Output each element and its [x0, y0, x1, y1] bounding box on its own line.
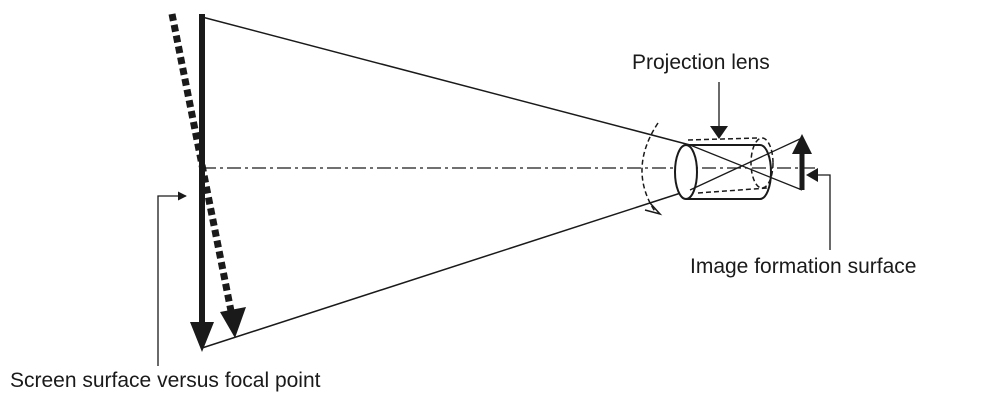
screen-surface-label: Screen surface versus focal point	[10, 369, 321, 392]
lens-tilt-arrowhead	[644, 202, 663, 216]
projection-lens	[674, 144, 772, 200]
lens-tilt-arc	[641, 122, 659, 214]
image-label-leader	[816, 174, 831, 250]
screen-arrowhead	[190, 322, 214, 352]
lens-ray-1	[689, 144, 803, 191]
image-label-arrowhead	[806, 168, 818, 182]
lens-ray-2	[689, 137, 803, 191]
image-formation-surface-label: Image formation surface	[690, 255, 917, 278]
upper-projection-ray	[201, 16, 691, 146]
projection-lens-label: Projection lens	[632, 51, 770, 74]
tilted-screen-arrowhead	[220, 307, 246, 338]
lower-projection-ray	[201, 189, 691, 349]
screen-label-leader	[157, 191, 187, 366]
tilted-screen-surface	[168, 13, 236, 317]
tilted-lens-outline	[687, 137, 774, 194]
image-surface-arrowhead	[792, 134, 812, 154]
lens-label-arrowhead	[710, 126, 728, 139]
